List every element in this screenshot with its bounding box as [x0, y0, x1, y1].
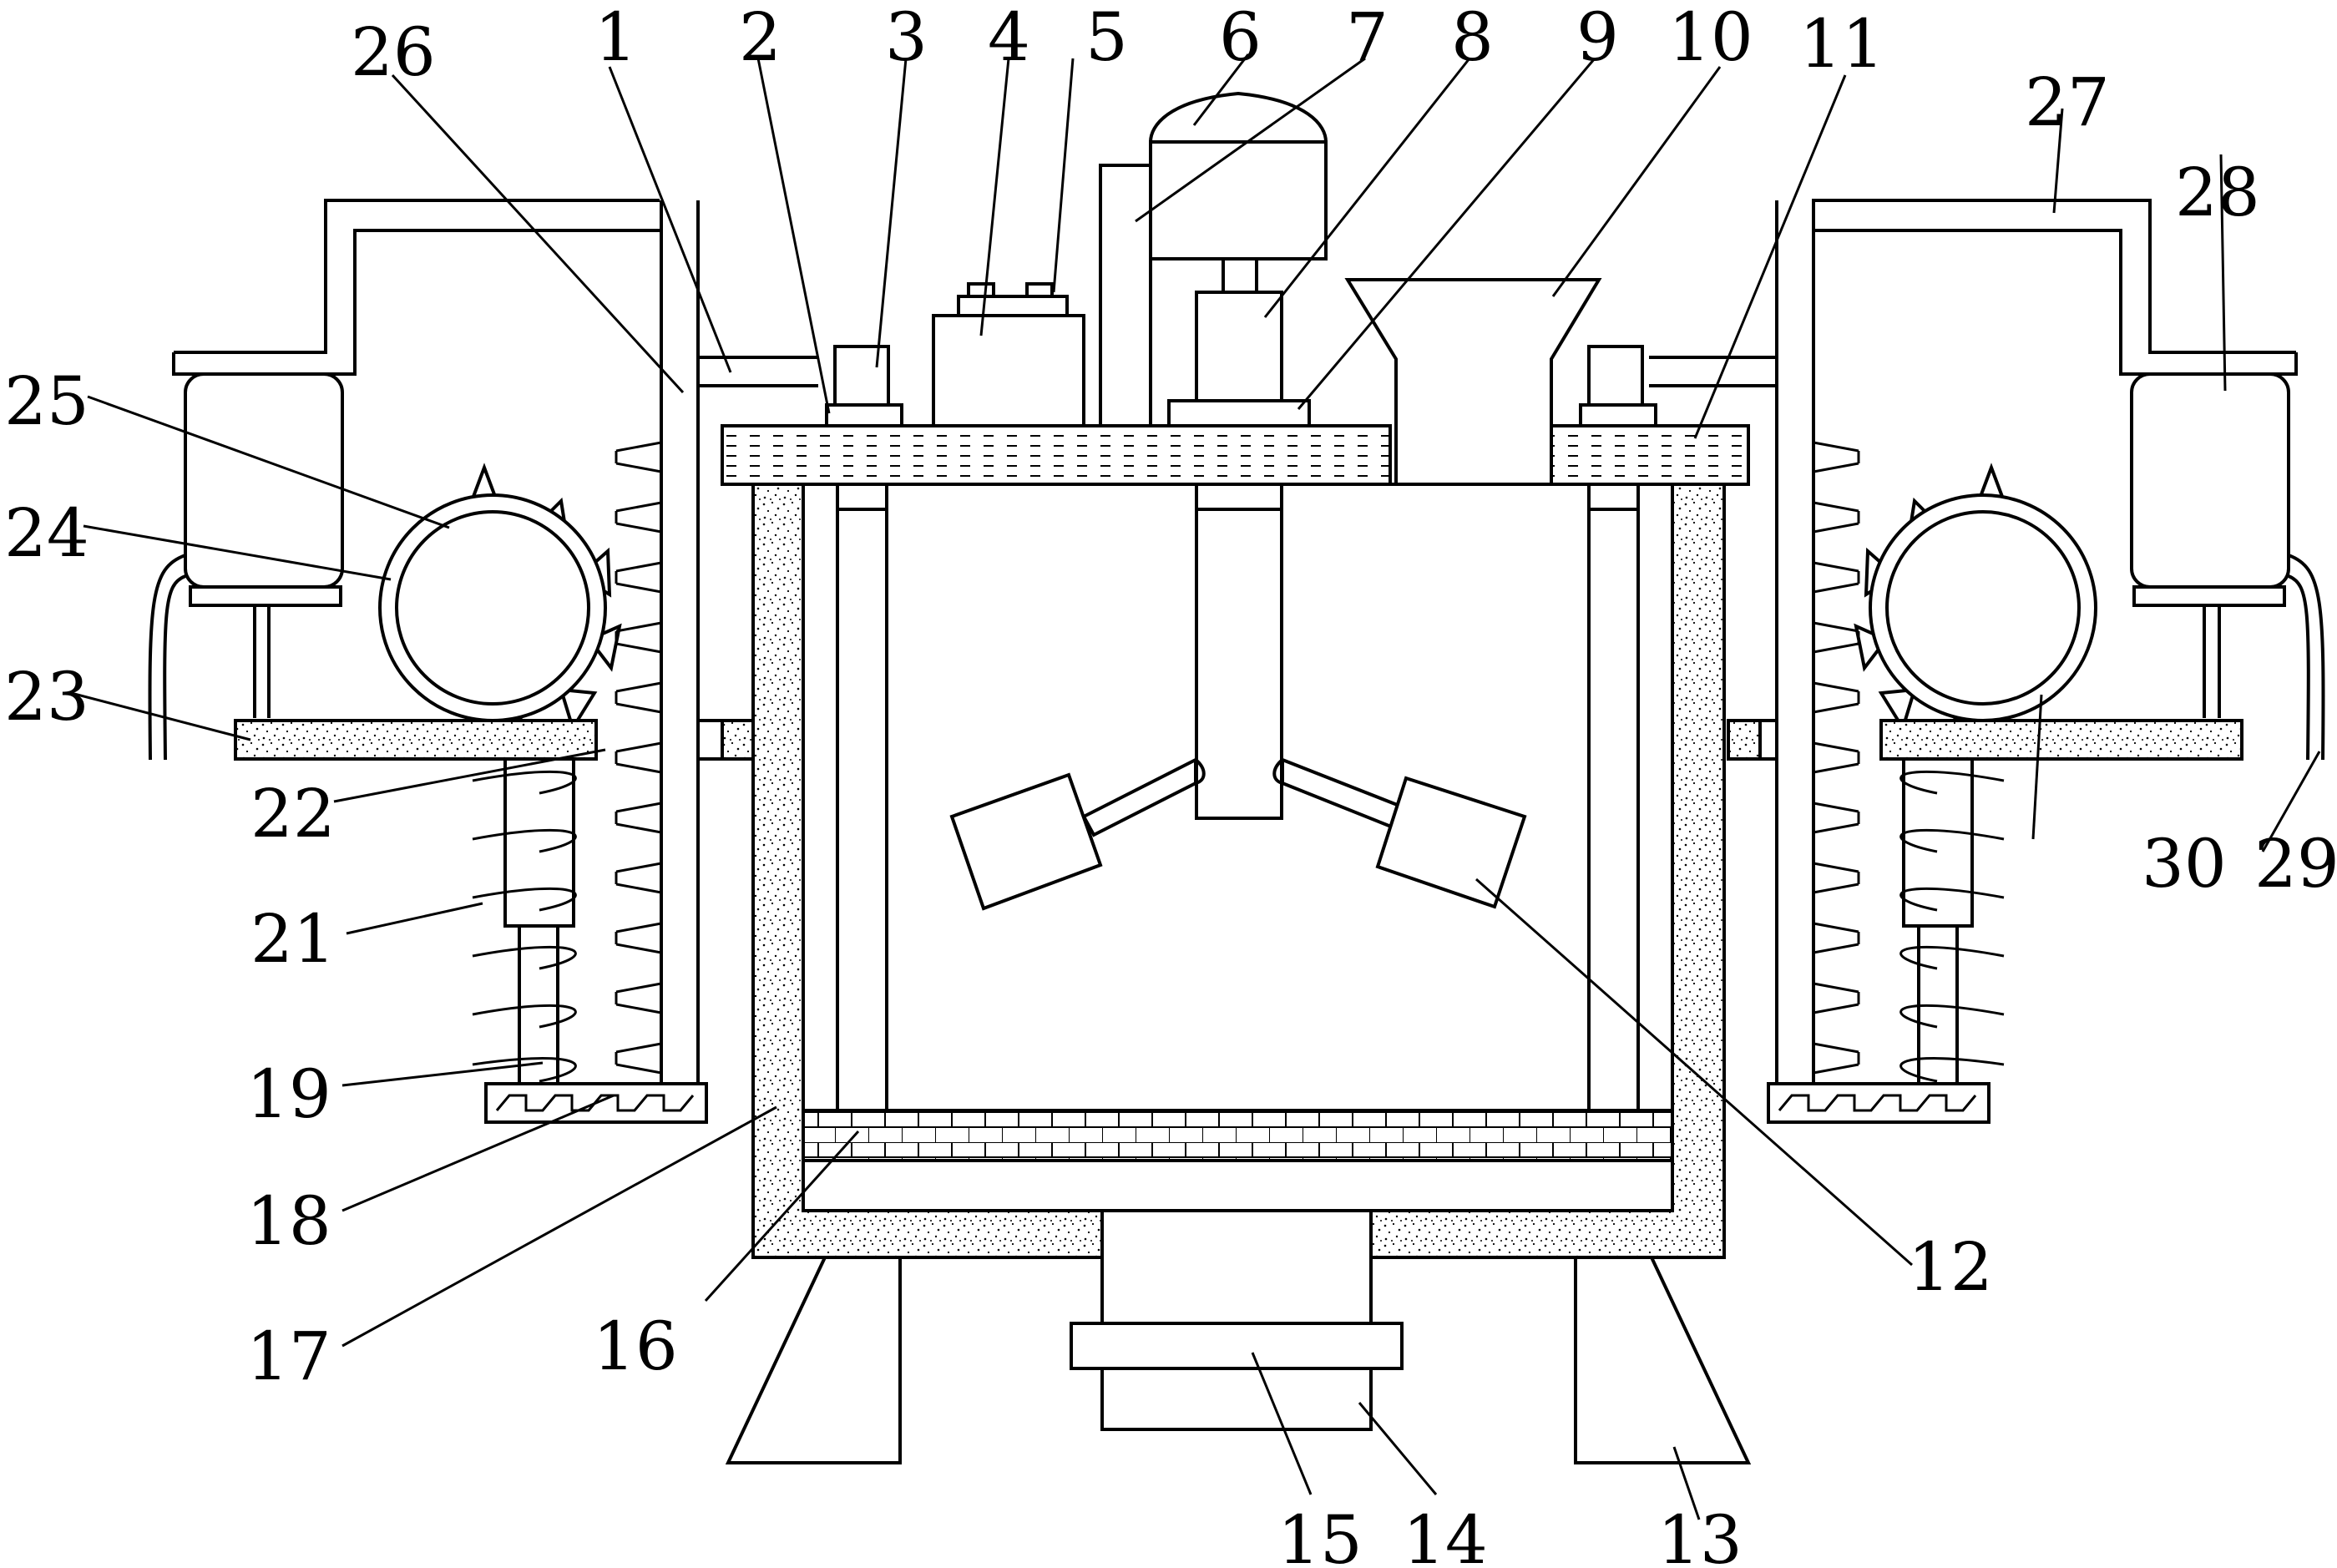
- label-28: 28: [2175, 154, 2260, 231]
- label-19: 19: [246, 1055, 331, 1133]
- label-5: 5: [1085, 0, 1128, 76]
- callout-numbers: 26 1 2 3 4 5 6 7 8 9 10 11 27 28 25 24 2…: [4, 0, 2337, 1568]
- label-30: 30: [2142, 825, 2227, 903]
- right-unit: [1649, 199, 2325, 1124]
- label-21: 21: [250, 900, 336, 978]
- label-22: 22: [250, 775, 336, 852]
- label-9: 9: [1576, 0, 1619, 76]
- right-gear: [1854, 463, 2097, 761]
- label-1: 1: [594, 0, 637, 76]
- label-11: 11: [1799, 5, 1884, 83]
- label-29: 29: [2254, 825, 2337, 903]
- left-gear: [378, 463, 622, 761]
- label-17: 17: [246, 1318, 331, 1395]
- label-24: 24: [4, 494, 89, 572]
- label-3: 3: [885, 0, 928, 76]
- label-18: 18: [246, 1182, 331, 1260]
- label-10: 10: [1668, 0, 1753, 76]
- label-27: 27: [2025, 63, 2110, 141]
- label-25: 25: [4, 362, 89, 440]
- label-4: 4: [988, 0, 1030, 76]
- label-13: 13: [1657, 1501, 1743, 1568]
- label-14: 14: [1403, 1501, 1488, 1568]
- label-2: 2: [739, 0, 782, 76]
- label-16: 16: [593, 1308, 678, 1385]
- label-12: 12: [1908, 1228, 1993, 1306]
- label-8: 8: [1451, 0, 1494, 76]
- label-23: 23: [4, 658, 89, 736]
- label-15: 15: [1277, 1501, 1363, 1568]
- label-26: 26: [351, 13, 436, 91]
- label-7: 7: [1346, 0, 1389, 76]
- central-tank: [721, 91, 1752, 1464]
- left-unit: [148, 199, 818, 1124]
- left-rack: [615, 441, 662, 1075]
- label-6: 6: [1219, 0, 1262, 76]
- right-rack: [1813, 441, 1860, 1075]
- leader-lines: [70, 53, 2321, 1520]
